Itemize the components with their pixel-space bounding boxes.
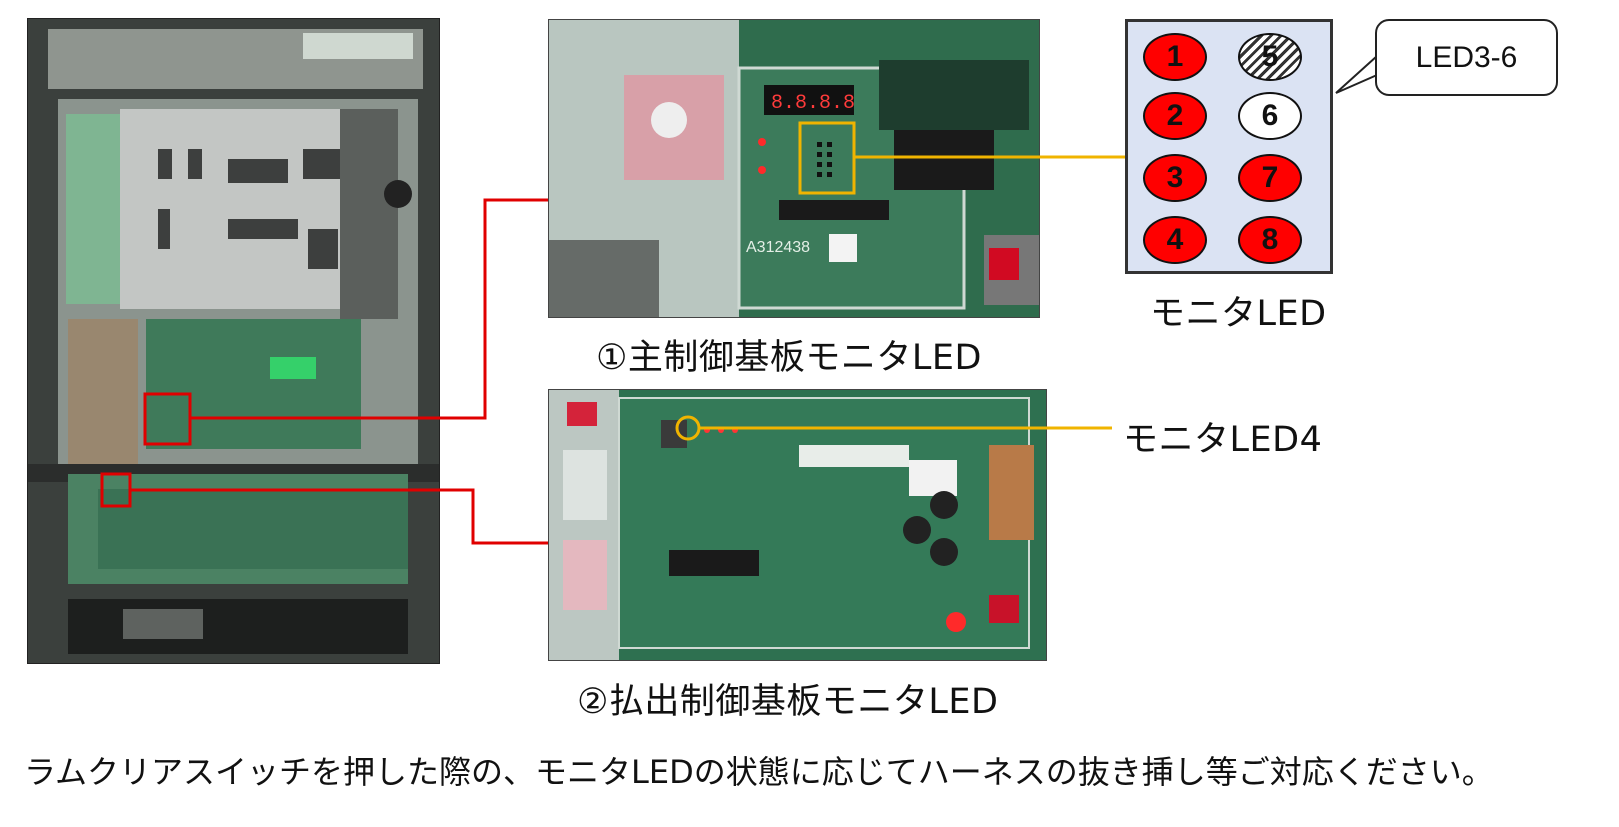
payout-board-caption: ②払出制御基板モニタLED xyxy=(577,682,999,722)
main-board-caption: ①主制御基板モニタLED xyxy=(596,338,982,378)
payout-board-illustration xyxy=(549,390,1046,660)
led-4: 4 xyxy=(1143,216,1207,264)
led-3: 3 xyxy=(1143,154,1207,202)
led-6: 6 xyxy=(1238,92,1302,140)
monitor-led-diagram: 1 5 2 6 3 7 4 8 xyxy=(1125,19,1333,274)
instruction-text: ラムクリアスイッチを押した際の、モニタLEDの状態に応じてハーネスの抜き挿し等ご… xyxy=(24,753,1494,791)
led-8: 8 xyxy=(1238,216,1302,264)
monitor-led4-label: モニタLED4 xyxy=(1123,420,1323,460)
led-7: 7 xyxy=(1238,154,1302,202)
led-2: 2 xyxy=(1143,92,1207,140)
callout-tail xyxy=(1335,53,1378,94)
machine-illustration xyxy=(28,19,439,663)
led-range-callout: LED3-6 xyxy=(1375,19,1558,96)
led-1: 1 xyxy=(1143,33,1207,81)
main-control-board-photo: 8.8.8.8 A312438 xyxy=(548,19,1040,318)
main-board-illustration: 8.8.8.8 A312438 xyxy=(549,20,1039,317)
payout-control-board-photo xyxy=(548,389,1047,661)
led-5: 5 xyxy=(1238,33,1302,81)
monitor-led-caption: モニタLED xyxy=(1150,294,1327,334)
main-board-id-text: A312438 xyxy=(746,239,810,256)
svg-text:8.8.8.8: 8.8.8.8 xyxy=(771,92,855,115)
machine-interior-photo xyxy=(27,18,440,664)
